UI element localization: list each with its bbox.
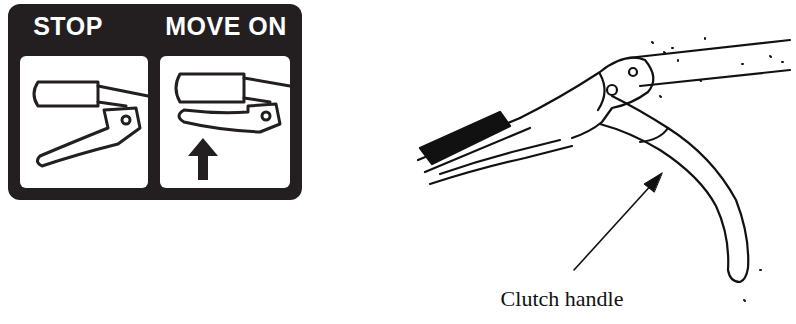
leader-line [574, 182, 654, 270]
part-label: Clutch handle [501, 286, 624, 312]
clutch-lever [640, 128, 668, 142]
clutch-lever [600, 96, 748, 282]
handlebar [98, 86, 148, 106]
lever-perch [520, 58, 653, 138]
cable [440, 140, 560, 174]
pull-arrow [188, 138, 218, 180]
pivot [262, 112, 270, 120]
pivot-bolt [607, 85, 617, 95]
grip-edge [425, 128, 530, 172]
sign-heading: MOVE ON [165, 12, 287, 41]
handlebar [640, 70, 790, 86]
icon-tile [160, 56, 290, 188]
pivot [122, 116, 130, 124]
grip [34, 82, 98, 106]
speckles [652, 38, 783, 301]
leader-arrowhead [644, 173, 662, 192]
cable [430, 146, 572, 184]
icon-tile [20, 56, 148, 188]
lever-perch [598, 74, 605, 110]
lever-released [37, 108, 140, 166]
cable-adjuster [629, 68, 637, 76]
sign-heading: STOP [33, 12, 103, 41]
handlebar [244, 78, 290, 102]
grip [176, 74, 244, 102]
lever-pulled [179, 104, 280, 132]
sign-panel: STOP MOVE ON [8, 4, 302, 200]
